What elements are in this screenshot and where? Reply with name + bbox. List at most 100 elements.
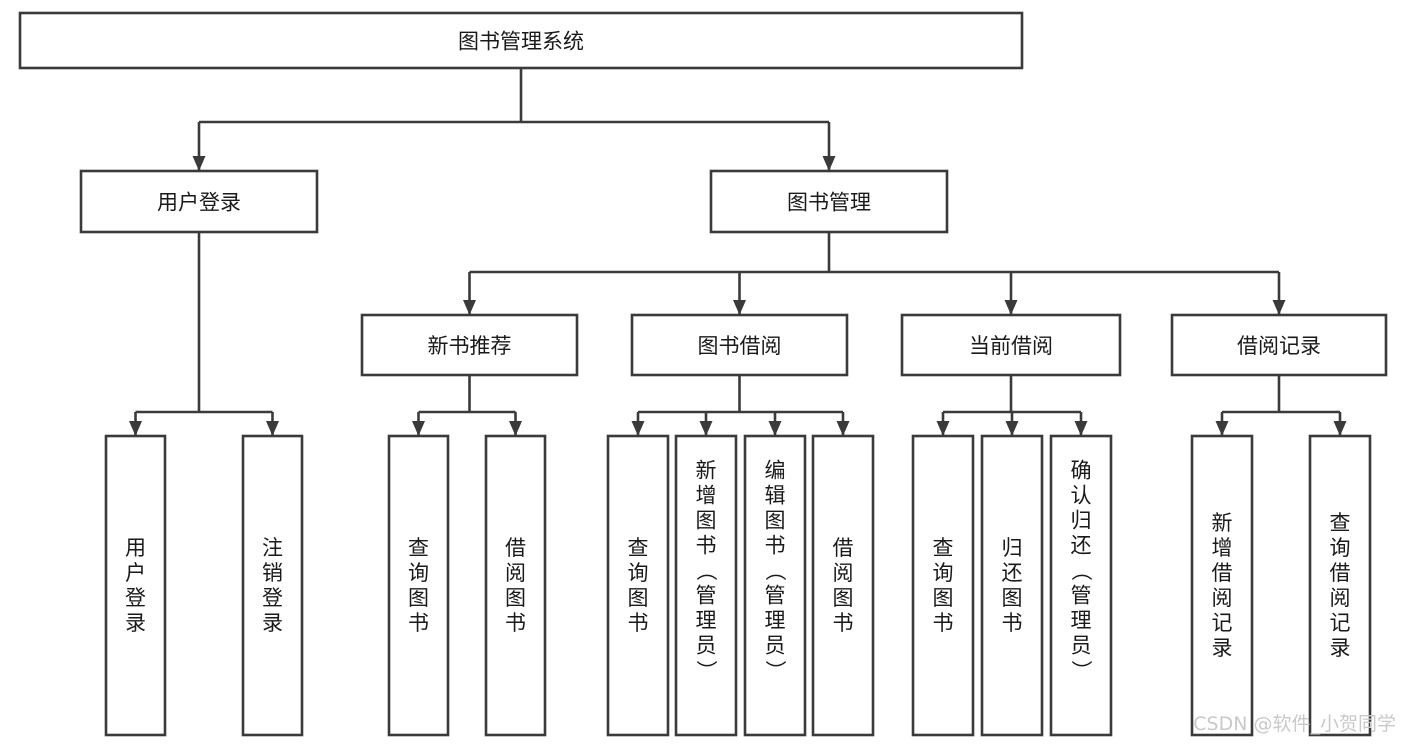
node-leaf-4-查询图书-char: 查 <box>628 536 649 560</box>
arrow-head-icon <box>266 421 279 436</box>
node-leaf-7-借阅图书-rect[interactable] <box>811 434 875 737</box>
node-leaf-10-确认归还管理员-char: （ <box>1069 560 1093 581</box>
node-l3-新书推荐-label: 新书推荐 <box>428 334 512 358</box>
node-l2-图书管理-label: 图书管理 <box>787 191 871 215</box>
node-leaf-10-确认归还管理员-char: 理 <box>1071 609 1092 633</box>
node-leaf-4-查询图书-char: 询 <box>628 561 649 585</box>
node-leaf-0-用户登录-char: 登 <box>125 586 146 610</box>
node-leaf-9-归还图书-char: 图 <box>1002 586 1023 610</box>
node-leaf-12-查询借阅记录-char: 借 <box>1330 561 1351 585</box>
node-l2-用户登录-rect[interactable] <box>79 169 319 234</box>
node-leaf-9-归还图书-rect[interactable] <box>980 434 1044 737</box>
node-leaf-8-查询图书-char: 图 <box>933 586 954 610</box>
node-leaf-1-注销登录-rect[interactable] <box>241 434 304 737</box>
node-leaf-2-查询图书-char: 查 <box>408 536 429 560</box>
arrow-head-icon <box>1005 421 1019 436</box>
node-leaf-2-查询图书-char: 图 <box>408 586 429 610</box>
arrow-head-icon <box>192 156 206 171</box>
node-l2-图书管理-rect[interactable] <box>709 169 949 234</box>
node-leaf-0-用户登录-rect[interactable] <box>104 434 167 737</box>
node-l3-借阅记录-label: 借阅记录 <box>1237 334 1321 358</box>
node-leaf-5-新增图书管理员-char: 员 <box>696 634 717 658</box>
node-leaf-10-确认归还管理员-char: 归 <box>1071 509 1092 533</box>
node-leaf-11-新增借阅记录-char: 新 <box>1212 511 1233 535</box>
node-l3-新书推荐-rect[interactable] <box>360 313 579 377</box>
arrow-head-icon <box>936 421 950 436</box>
arrow-head-icon <box>1074 421 1088 436</box>
node-leaf-5-新增图书管理员-char: 管 <box>696 584 717 608</box>
node-leaf-11-新增借阅记录-char: 阅 <box>1212 586 1233 610</box>
node-leaf-0-用户登录-char: 录 <box>125 611 146 635</box>
node-leaf-1-注销登录-char: 录 <box>262 611 283 635</box>
node-leaf-0-用户登录[interactable]: 用户登录 <box>104 434 167 737</box>
node-l3-借阅记录[interactable]: 借阅记录 <box>1170 313 1388 377</box>
node-leaf-6-编辑图书管理员-rect[interactable] <box>743 434 807 737</box>
node-leaf-3-借阅图书-char: 书 <box>505 611 526 635</box>
node-l3-图书借阅-rect[interactable] <box>630 313 849 377</box>
node-l3-图书借阅[interactable]: 图书借阅 <box>630 313 849 377</box>
node-leaf-3-借阅图书-char: 阅 <box>505 561 526 585</box>
node-root-图书管理系统-rect[interactable] <box>18 11 1024 70</box>
arrow-head-icon <box>1215 421 1229 436</box>
node-leaf-5-新增图书管理员-rect[interactable] <box>674 434 738 737</box>
node-leaf-8-查询图书-rect[interactable] <box>911 434 975 737</box>
node-leaf-10-确认归还管理员-rect[interactable] <box>1049 434 1113 737</box>
node-leaf-6-编辑图书管理员-char: 图 <box>765 509 786 533</box>
node-l3-新书推荐[interactable]: 新书推荐 <box>360 313 579 377</box>
arrow-head-icon <box>733 300 746 315</box>
node-leaf-3-借阅图书-rect[interactable] <box>484 434 547 737</box>
node-l3-借阅记录-rect[interactable] <box>1170 313 1388 377</box>
node-l3-当前借阅[interactable]: 当前借阅 <box>900 313 1122 377</box>
node-leaf-4-查询图书-rect[interactable] <box>606 434 670 737</box>
node-leaf-8-查询图书-char: 书 <box>933 611 954 635</box>
node-leaf-7-借阅图书-char: 阅 <box>833 561 854 585</box>
node-leaf-0-用户登录-char: 户 <box>125 561 146 585</box>
node-root-图书管理系统[interactable]: 图书管理系统 <box>18 11 1024 70</box>
arrow-head-icon <box>631 421 645 436</box>
node-leaf-6-编辑图书管理员-char: 员 <box>765 634 786 658</box>
connectors-layer <box>129 68 1347 436</box>
node-leaf-5-新增图书管理员-char: 书 <box>696 534 717 558</box>
node-l2-用户登录[interactable]: 用户登录 <box>79 169 319 234</box>
node-leaf-4-查询图书-char: 图 <box>628 586 649 610</box>
node-leaf-2-查询图书-char: 书 <box>408 611 429 635</box>
node-leaf-10-确认归还管理员-char: 确 <box>1071 459 1092 483</box>
node-l3-当前借阅-rect[interactable] <box>900 313 1122 377</box>
node-leaf-12-查询借阅记录-char: 阅 <box>1330 586 1351 610</box>
csdn-watermark: CSDN @软件_小贺同学 <box>1193 713 1396 735</box>
node-leaf-5-新增图书管理员-char: 图 <box>696 509 717 533</box>
node-leaf-3-借阅图书-char: 图 <box>505 586 526 610</box>
arrow-head-icon <box>1272 300 1286 315</box>
node-leaf-10-确认归还管理员-char: 还 <box>1071 534 1092 558</box>
node-l3-当前借阅-label: 当前借阅 <box>969 334 1053 358</box>
node-leaf-4-查询图书-char: 书 <box>628 611 649 635</box>
arrow-head-icon <box>1333 421 1347 436</box>
node-l2-图书管理[interactable]: 图书管理 <box>709 169 949 234</box>
node-leaf-2-查询图书-char: 询 <box>408 561 429 585</box>
node-leaf-3-借阅图书-char: 借 <box>505 536 526 560</box>
node-leaf-6-编辑图书管理员-char: 编 <box>765 459 786 483</box>
node-leaf-2-查询图书-rect[interactable] <box>387 434 450 737</box>
node-leaf-10-确认归还管理员-char: 认 <box>1071 484 1092 508</box>
node-leaf-6-编辑图书管理员-char: ） <box>763 660 787 681</box>
node-l3-图书借阅-label: 图书借阅 <box>698 334 782 358</box>
node-leaf-12-查询借阅记录-rect[interactable] <box>1308 434 1372 737</box>
arrow-head-icon <box>1004 300 1018 315</box>
node-leaf-11-新增借阅记录-char: 记 <box>1212 611 1233 635</box>
node-root-图书管理系统-label: 图书管理系统 <box>458 30 584 54</box>
node-leaf-11-新增借阅记录-rect[interactable] <box>1190 434 1254 737</box>
arrow-head-icon <box>836 421 850 436</box>
